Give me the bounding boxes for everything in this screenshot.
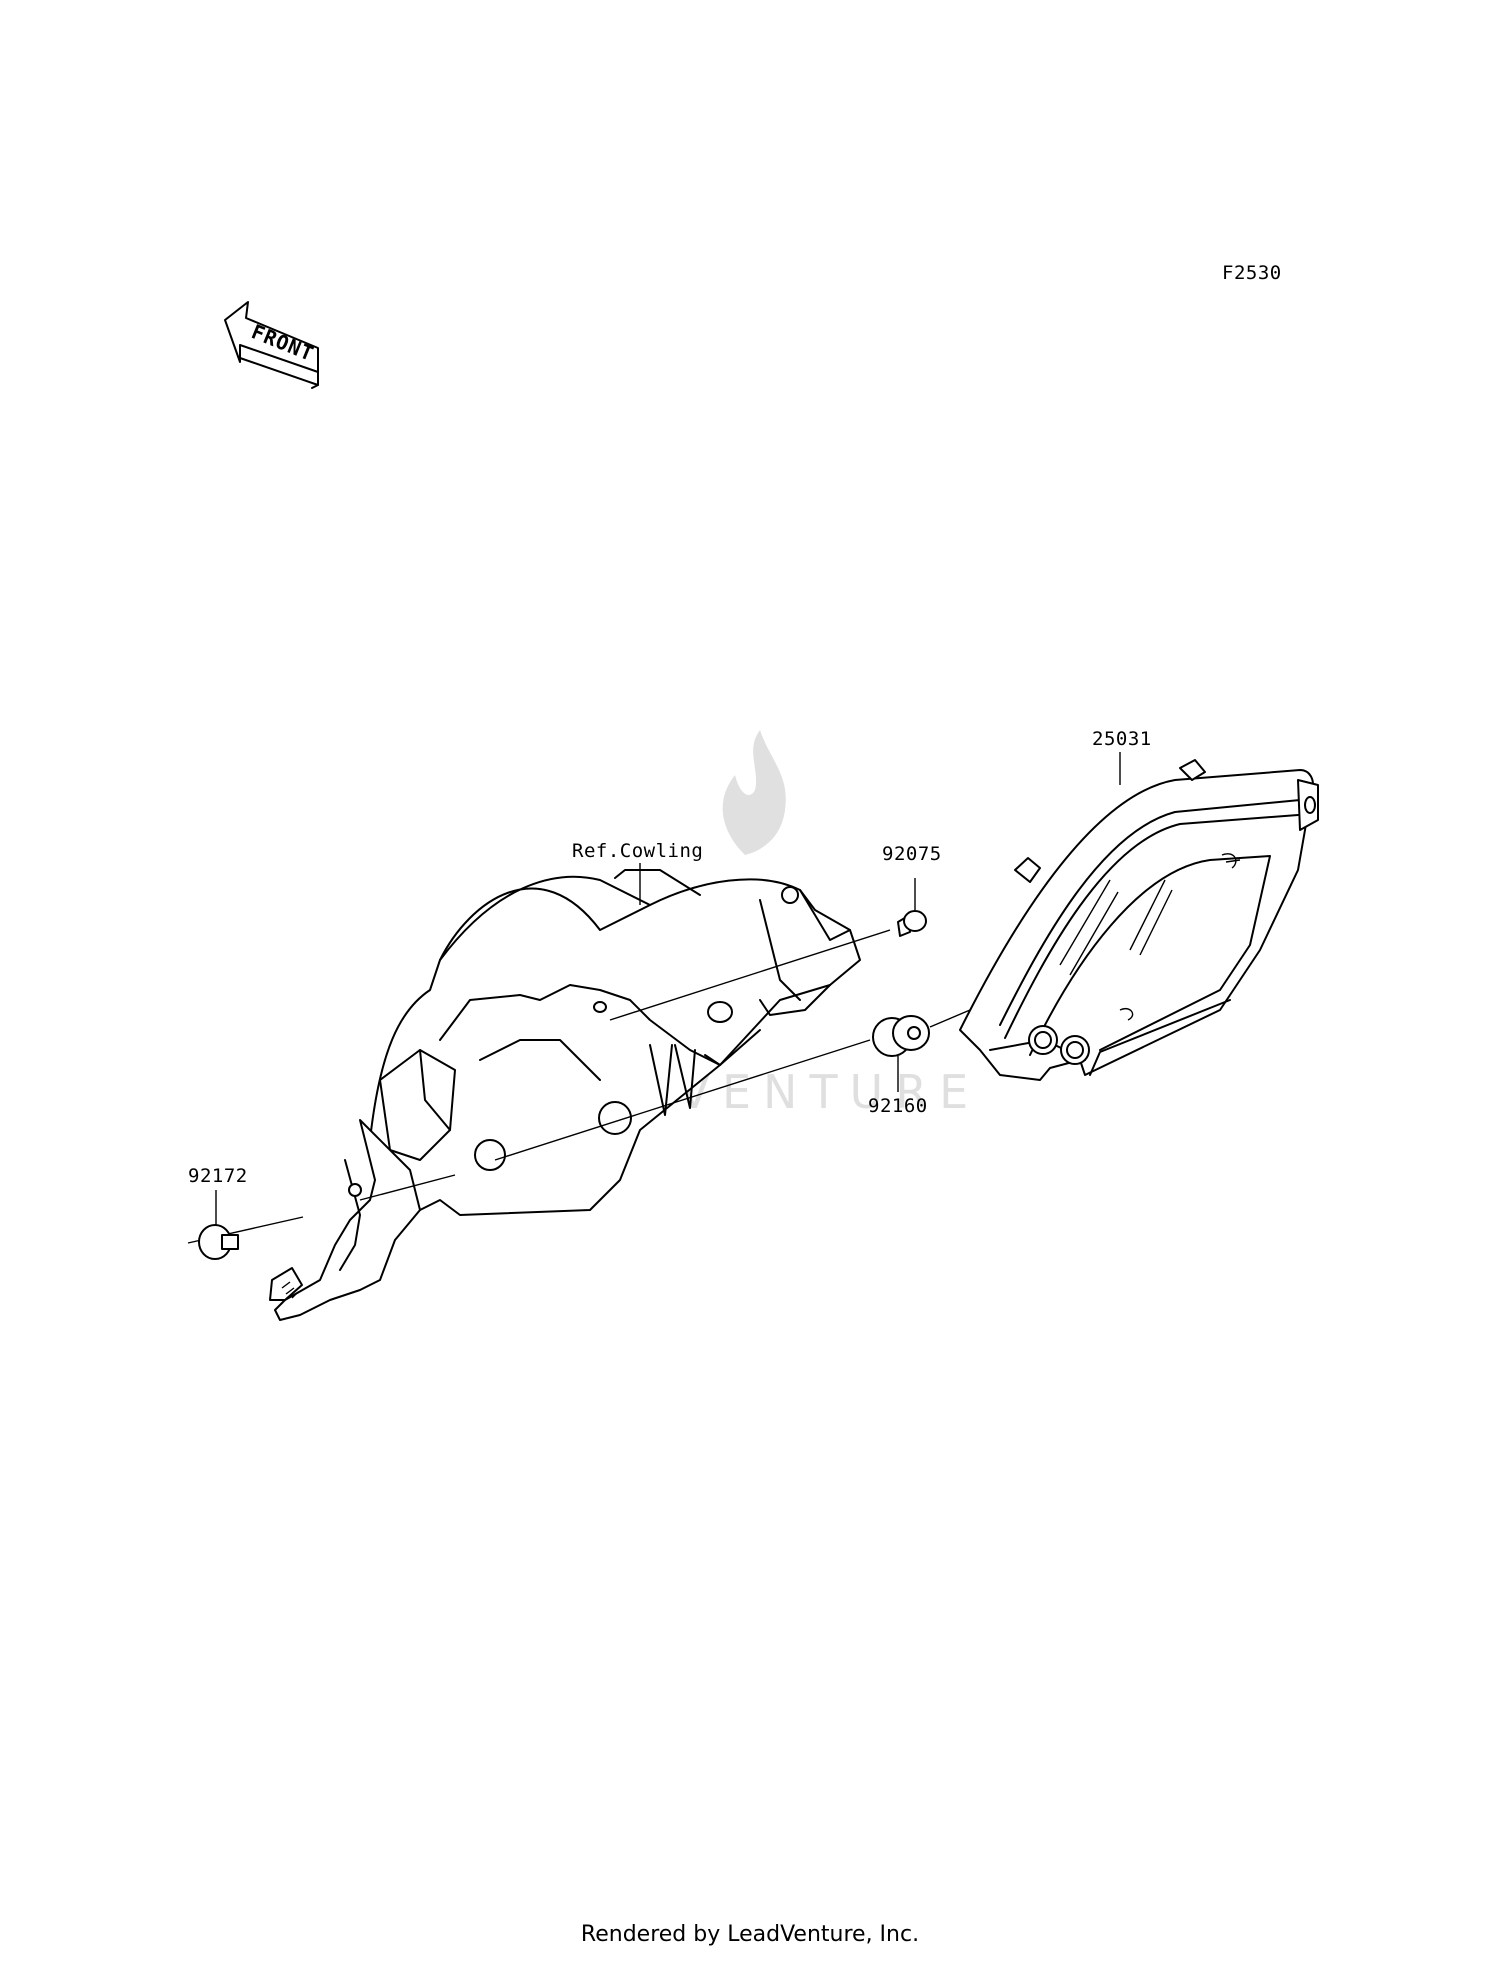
bolt-92172 xyxy=(198,1190,239,1260)
diagram-code: F2530 xyxy=(1222,262,1282,284)
footer-credit: Rendered by LeadVenture, Inc. xyxy=(580,1922,920,1947)
label-25031: 25031 xyxy=(1092,728,1152,750)
label-92160: 92160 xyxy=(868,1095,928,1117)
label-92075: 92075 xyxy=(882,843,942,865)
front-arrow-icon: FRONT xyxy=(224,301,319,389)
assembly-lines xyxy=(187,929,971,1244)
meter-assembly xyxy=(959,759,1319,1081)
cowling-frame xyxy=(269,869,861,1321)
label-92172: 92172 xyxy=(188,1165,248,1187)
label-ref-cowling: Ref.Cowling xyxy=(572,840,704,862)
damper-92160 xyxy=(872,1015,930,1092)
screw-92075 xyxy=(897,878,927,937)
